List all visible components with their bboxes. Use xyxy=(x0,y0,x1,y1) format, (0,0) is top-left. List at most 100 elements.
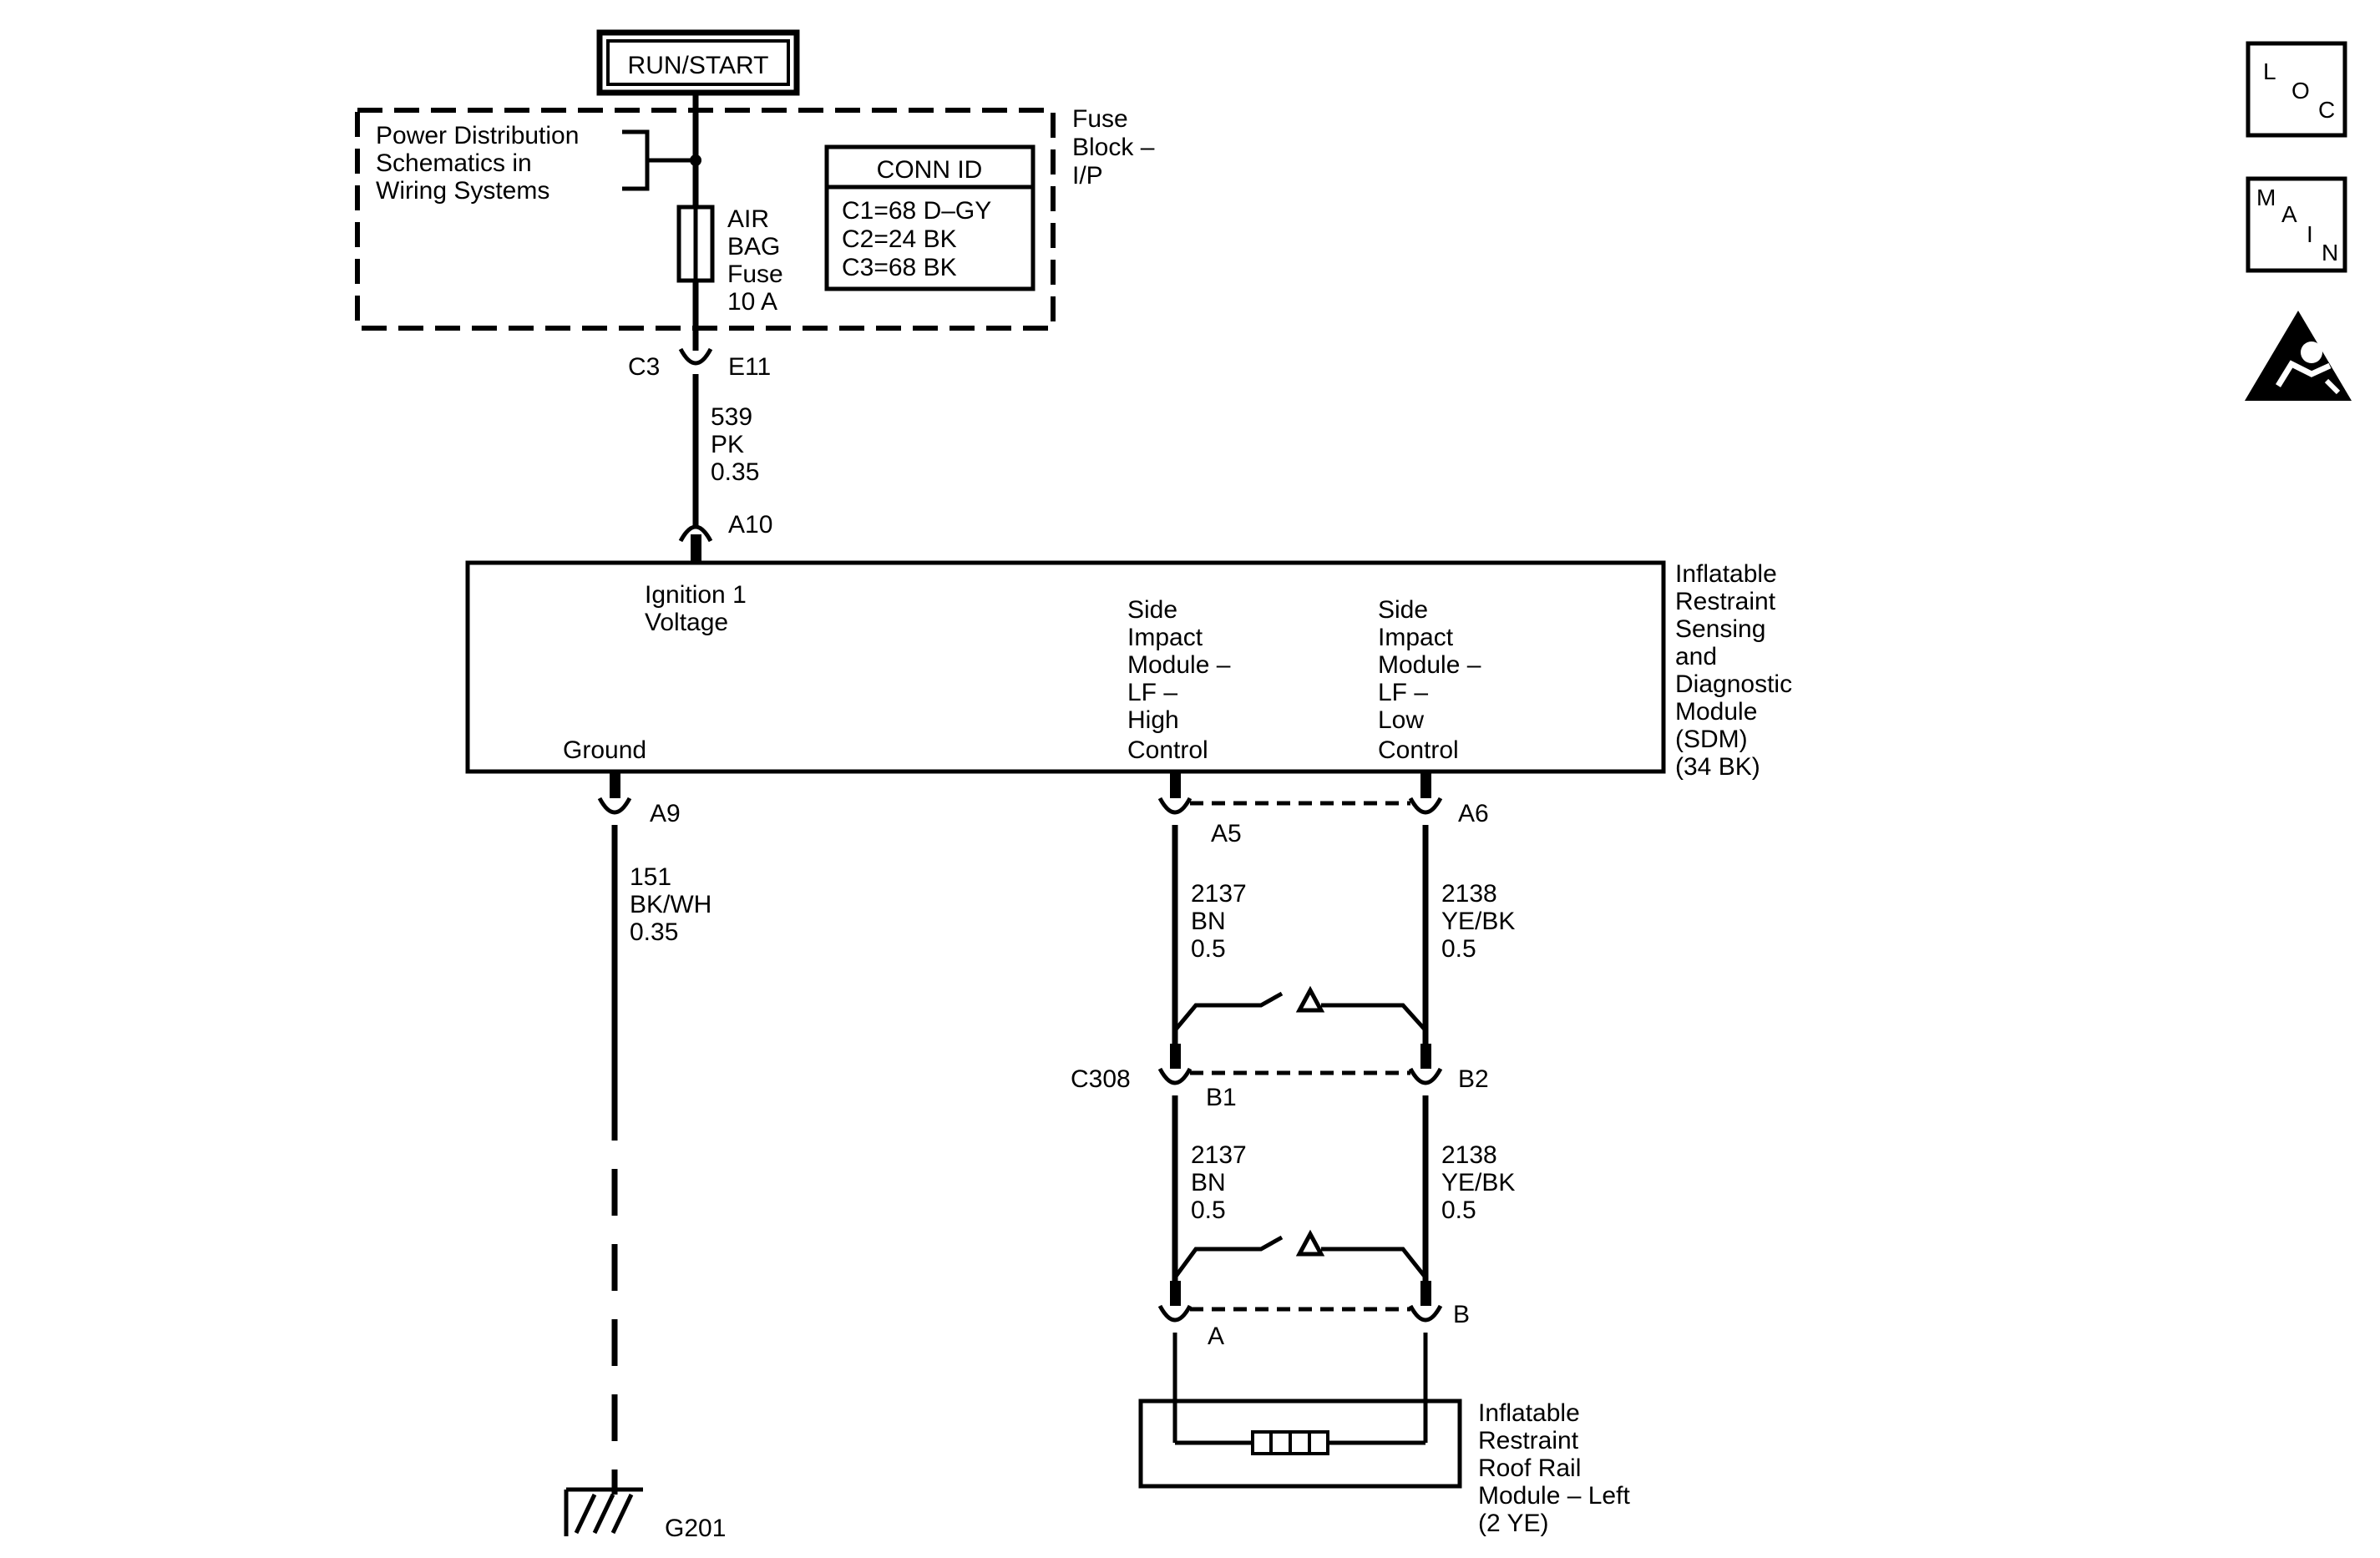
fuse-block-outline xyxy=(355,108,1056,331)
shorting-bar-lower xyxy=(1172,1229,1427,1279)
connector-c3-label: C3 xyxy=(628,353,660,381)
svg-text:Wiring Systems: Wiring Systems xyxy=(376,177,549,205)
svg-text:Inflatable: Inflatable xyxy=(1478,1399,1580,1427)
svg-text:YE/BK: YE/BK xyxy=(1441,908,1515,935)
wire-2138-upper-label: 2138 YE/BK 0.5 xyxy=(1441,880,1515,963)
svg-text:539: 539 xyxy=(711,403,752,431)
svg-text:Sensing: Sensing xyxy=(1675,615,1765,643)
pin-a xyxy=(1170,1281,1181,1306)
svg-text:PK: PK xyxy=(711,431,744,458)
sdm-name: Inflatable Restraint Sensing and Diagnos… xyxy=(1675,560,1792,781)
svg-text:Restraint: Restraint xyxy=(1478,1427,1579,1454)
ground-g201-label: G201 xyxy=(665,1515,726,1542)
svg-text:0.35: 0.35 xyxy=(711,458,759,486)
svg-text:YE/BK: YE/BK xyxy=(1441,1169,1515,1196)
wire-539-label: 539 PK 0.35 xyxy=(711,403,759,486)
connector-a5 xyxy=(1157,797,1193,815)
connector-b1 xyxy=(1157,1067,1193,1085)
svg-text:Power Distribution: Power Distribution xyxy=(376,122,579,149)
connector-e11-label: E11 xyxy=(728,353,771,381)
wire-151-label: 151 BK/WH 0.35 xyxy=(630,863,711,946)
svg-text:(SDM): (SDM) xyxy=(1675,726,1748,753)
connector-b1-label: B1 xyxy=(1206,1084,1237,1111)
reference-bracket xyxy=(622,129,696,191)
sdm-module xyxy=(465,560,1666,774)
connector-a6-label: A6 xyxy=(1458,800,1489,827)
svg-text:151: 151 xyxy=(630,863,671,891)
wire-2137-upper-label: 2137 BN 0.5 xyxy=(1191,880,1247,963)
svg-text:BN: BN xyxy=(1191,908,1226,935)
svg-text:I: I xyxy=(2307,221,2313,247)
svg-text:AIR: AIR xyxy=(727,205,769,233)
svg-text:BAG: BAG xyxy=(727,233,780,261)
wire-2138-lower-label: 2138 YE/BK 0.5 xyxy=(1441,1141,1515,1224)
svg-text:Low: Low xyxy=(1378,706,1424,734)
connector-a10 xyxy=(678,524,713,543)
connector-e11 xyxy=(678,347,713,366)
connector-b-label: B xyxy=(1453,1301,1470,1328)
connector-a6 xyxy=(1408,797,1443,815)
fuse-label: AIR BAG Fuse 10 A xyxy=(727,205,783,316)
connector-a10-label: A10 xyxy=(728,511,772,539)
svg-text:Control: Control xyxy=(1127,736,1208,764)
svg-text:Diagnostic: Diagnostic xyxy=(1675,670,1792,698)
svg-text:Restraint: Restraint xyxy=(1675,588,1776,615)
high-control-label: Side Impact Module – LF – High Control xyxy=(1127,596,1231,764)
svg-text:0.5: 0.5 xyxy=(1441,935,1476,963)
svg-text:2137: 2137 xyxy=(1191,880,1247,908)
low-control-label: Side Impact Module – LF – Low Control xyxy=(1378,596,1481,764)
pin-a10 xyxy=(691,534,701,561)
svg-text:O: O xyxy=(2291,78,2310,104)
pin-a5 xyxy=(1170,773,1181,798)
roof-rail-module xyxy=(1138,1399,1462,1489)
svg-text:High: High xyxy=(1127,706,1179,734)
svg-text:Module –: Module – xyxy=(1127,651,1231,679)
connector-b xyxy=(1408,1304,1443,1323)
svg-text:0.5: 0.5 xyxy=(1191,935,1226,963)
connector-a xyxy=(1157,1304,1193,1323)
svg-text:Roof Rail: Roof Rail xyxy=(1478,1454,1581,1482)
loc-icon[interactable]: L O C xyxy=(2246,41,2347,138)
svg-text:M: M xyxy=(2256,185,2276,210)
svg-text:and: and xyxy=(1675,643,1717,670)
pin-b xyxy=(1420,1281,1431,1306)
svg-text:Side: Side xyxy=(1378,596,1428,624)
svg-text:I/P: I/P xyxy=(1072,162,1103,190)
conn-id-title: CONN ID xyxy=(877,156,983,184)
svg-text:Fuse: Fuse xyxy=(1072,105,1128,133)
svg-text:Module –: Module – xyxy=(1378,651,1481,679)
svg-text:Fuse: Fuse xyxy=(727,261,783,288)
svg-text:10 A: 10 A xyxy=(727,288,777,316)
svg-text:Side: Side xyxy=(1127,596,1177,624)
svg-text:Module – Left: Module – Left xyxy=(1478,1482,1630,1510)
connector-a9 xyxy=(597,797,632,815)
wire-2137-lower-label: 2137 BN 0.5 xyxy=(1191,1141,1247,1224)
power-distribution-reference: Power Distribution Schematics in Wiring … xyxy=(376,122,579,205)
svg-text:2138: 2138 xyxy=(1441,880,1497,908)
pin-a9 xyxy=(610,773,620,798)
connector-b2 xyxy=(1408,1067,1443,1085)
main-icon[interactable]: M A I N xyxy=(2246,176,2347,273)
svg-text:Impact: Impact xyxy=(1378,624,1454,651)
svg-text:C: C xyxy=(2318,97,2335,123)
svg-text:Impact: Impact xyxy=(1127,624,1203,651)
connector-a9-label: A9 xyxy=(650,800,681,827)
conn-id-box: CONN ID C1=68 D–GY C2=24 BK C3=68 BK xyxy=(824,144,1036,291)
ground-terminal-label: Ground xyxy=(563,736,646,764)
svg-text:BK/WH: BK/WH xyxy=(630,891,711,918)
connector-c308-label: C308 xyxy=(1071,1065,1131,1093)
pin-a6 xyxy=(1420,773,1431,798)
svg-text:Voltage: Voltage xyxy=(645,609,728,636)
roof-rail-module-name: Inflatable Restraint Roof Rail Module – … xyxy=(1478,1399,1630,1537)
svg-text:(34 BK): (34 BK) xyxy=(1675,753,1760,781)
ground-symbol xyxy=(564,1487,643,1536)
connector-a5-label: A5 xyxy=(1211,820,1242,847)
svg-text:L: L xyxy=(2263,58,2276,84)
svg-text:(2 YE): (2 YE) xyxy=(1478,1510,1548,1537)
fuse-block-name: Fuse Block – I/P xyxy=(1072,105,1155,190)
svg-text:BN: BN xyxy=(1191,1169,1226,1196)
svg-text:0.35: 0.35 xyxy=(630,918,678,946)
svg-text:N: N xyxy=(2322,240,2338,266)
airbag-warning-icon[interactable] xyxy=(2245,311,2352,401)
conn-id-row: C2=24 BK xyxy=(842,225,957,253)
